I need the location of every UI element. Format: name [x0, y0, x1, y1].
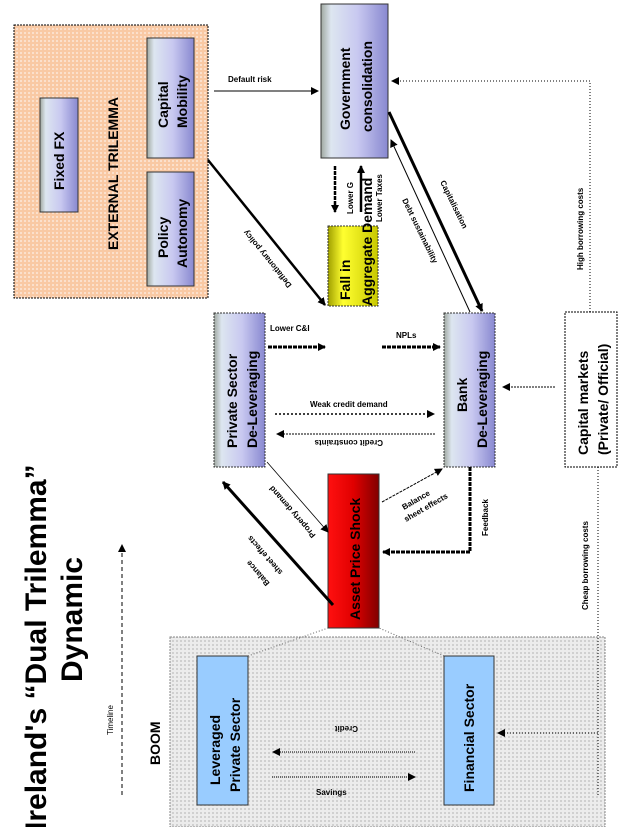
- credit-constraints-label: Credit constraints: [314, 438, 383, 447]
- asset-price-shock-box: [327, 473, 380, 629]
- bank-delev-line1: Bank: [454, 378, 470, 412]
- lower-g-label: Lower G: [346, 182, 355, 214]
- capital-markets-line2: (Private/ Official): [595, 344, 611, 455]
- external-trilemma-group: EXTERNAL TRILEMMA Fixed FX Capital Mobil…: [13, 24, 209, 299]
- deflationary-policy-label: Deflationary policy: [241, 228, 293, 290]
- asset-price-shock-label: Asset Price Shock: [347, 498, 363, 620]
- savings-label: Savings: [316, 788, 347, 797]
- timeline-label: Timeline: [106, 705, 115, 735]
- bank-deleveraging-box: [443, 312, 496, 468]
- capitalisation-label: Capitalisation: [438, 179, 469, 230]
- default-risk-label: Default risk: [228, 75, 272, 84]
- aggregate-demand-line1: Fall in: [337, 260, 353, 300]
- feedback-arrow: [382, 467, 472, 556]
- private-delev-line2: De-Leveraging: [244, 351, 260, 448]
- credit-label: Credit: [335, 724, 358, 733]
- external-trilemma-label: EXTERNAL TRILEMMA: [105, 97, 121, 250]
- debt-sustainability-arrow: [390, 139, 471, 313]
- cheap-borrowing-label: Cheap borrowing costs: [581, 521, 590, 610]
- policy-autonomy-line2: Autonomy: [174, 199, 190, 268]
- balance-sheet-right-arrow: [381, 468, 443, 503]
- deflationary-policy-arrow: [207, 159, 326, 306]
- leveraged-line2: Private Sector: [227, 697, 243, 792]
- fixed-fx-box: [39, 97, 79, 213]
- bank-delev-line2: De-Leveraging: [474, 351, 490, 448]
- capitalisation-arrow: [387, 111, 484, 312]
- title-line2: Dynamic: [56, 557, 89, 682]
- weak-credit-label: Weak credit demand: [310, 400, 388, 409]
- capital-markets-line1: Capital markets: [575, 351, 591, 455]
- property-demand-arrow: [266, 461, 329, 533]
- financial-sector-label: Financial Sector: [461, 683, 477, 792]
- aggregate-demand-line2: Aggregate Demand: [359, 178, 375, 306]
- government-consolidation-box: [320, 3, 389, 159]
- private-deleveraging-box: [213, 312, 266, 468]
- capital-mobility-box: [146, 37, 195, 159]
- lower-ci-label: Lower C&I: [270, 324, 310, 333]
- balance-sheet-left-arrow: [221, 481, 335, 606]
- capital-mobility-line1: Capital: [155, 81, 171, 128]
- policy-autonomy-line1: Policy: [155, 217, 171, 258]
- financial-sector-box: [443, 655, 495, 806]
- high-borrowing-label: High borrowing costs: [576, 187, 585, 270]
- feedback-label: Feedback: [481, 499, 490, 536]
- npls-label: NPLs: [396, 331, 417, 340]
- aggregate-demand-box: [327, 225, 379, 307]
- government-line1: Government: [337, 47, 353, 130]
- leveraged-private-box: [196, 655, 249, 806]
- private-delev-line1: Private Sector: [224, 353, 240, 448]
- connector-line: [247, 627, 329, 657]
- government-line2: consolidation: [359, 41, 375, 132]
- leveraged-line1: Leveraged: [207, 715, 223, 785]
- capital-markets-box: [564, 311, 618, 468]
- title-line1: Ireland's “Dual Trilemma”: [20, 464, 53, 827]
- high-borrowing-arrow: [391, 77, 591, 312]
- boom-label: BOOM: [147, 721, 163, 765]
- capital-mobility-line2: Mobility: [174, 75, 190, 128]
- fixed-fx-label: Fixed FX: [51, 131, 67, 190]
- lower-taxes-label: Lower Taxes: [375, 174, 384, 222]
- policy-autonomy-box: [146, 171, 195, 287]
